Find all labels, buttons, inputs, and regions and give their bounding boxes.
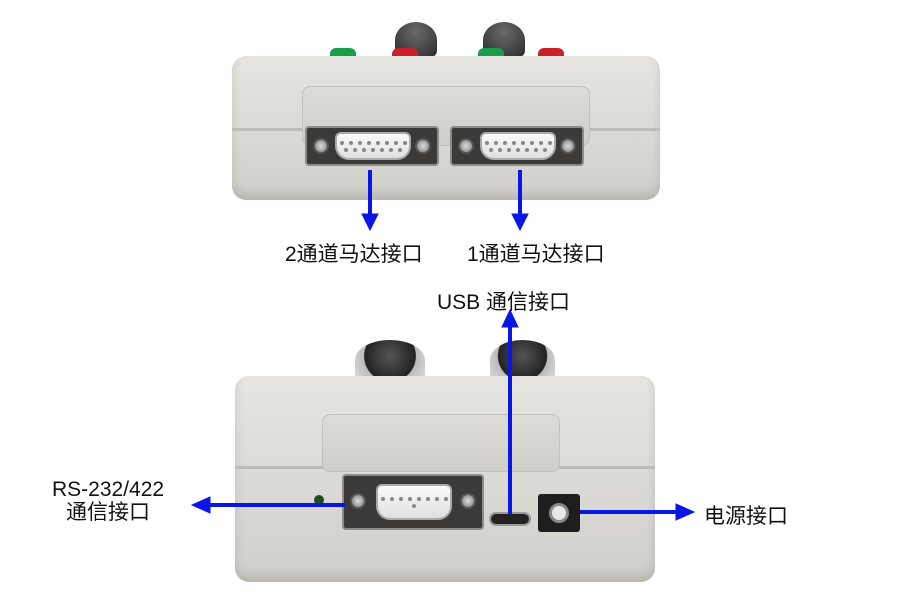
- status-led: [314, 495, 324, 505]
- red-button: [392, 48, 418, 58]
- arrowhead: [501, 308, 519, 328]
- joystick-knob: [490, 340, 555, 380]
- front-panel: [322, 414, 560, 472]
- label-motor-ch2: 2通道马达接口: [285, 243, 423, 266]
- joystick-knob: [355, 340, 425, 380]
- arrowhead: [675, 503, 696, 521]
- connector-shell: [376, 484, 452, 520]
- db9-connector: [342, 474, 484, 530]
- arrowhead: [511, 213, 529, 232]
- db15-connector-ch1: [450, 126, 584, 166]
- arrowhead: [190, 496, 211, 514]
- screw-icon: [458, 138, 474, 154]
- screw-icon: [460, 493, 476, 509]
- green-button: [478, 48, 504, 58]
- db15-connector-ch2: [305, 126, 439, 166]
- dc-power-jack: [538, 494, 580, 532]
- label-motor-ch1: 1通道马达接口: [467, 243, 605, 266]
- label-rs232-line1: RS-232/422: [52, 478, 165, 501]
- connector-shell: [335, 132, 411, 160]
- screw-icon: [560, 138, 576, 154]
- screw-icon: [313, 138, 329, 154]
- label-power: 电源接口: [704, 505, 788, 528]
- red-button: [538, 48, 564, 58]
- connector-shell: [480, 132, 556, 160]
- label-rs232-line2: 通信接口: [66, 501, 151, 524]
- label-usb: USB 通信接口: [437, 291, 571, 314]
- screw-icon: [350, 493, 366, 509]
- label-rs232: RS-232/422 通信接口: [52, 478, 164, 524]
- green-button: [330, 48, 356, 58]
- arrowhead: [361, 213, 379, 232]
- screw-icon: [415, 138, 431, 154]
